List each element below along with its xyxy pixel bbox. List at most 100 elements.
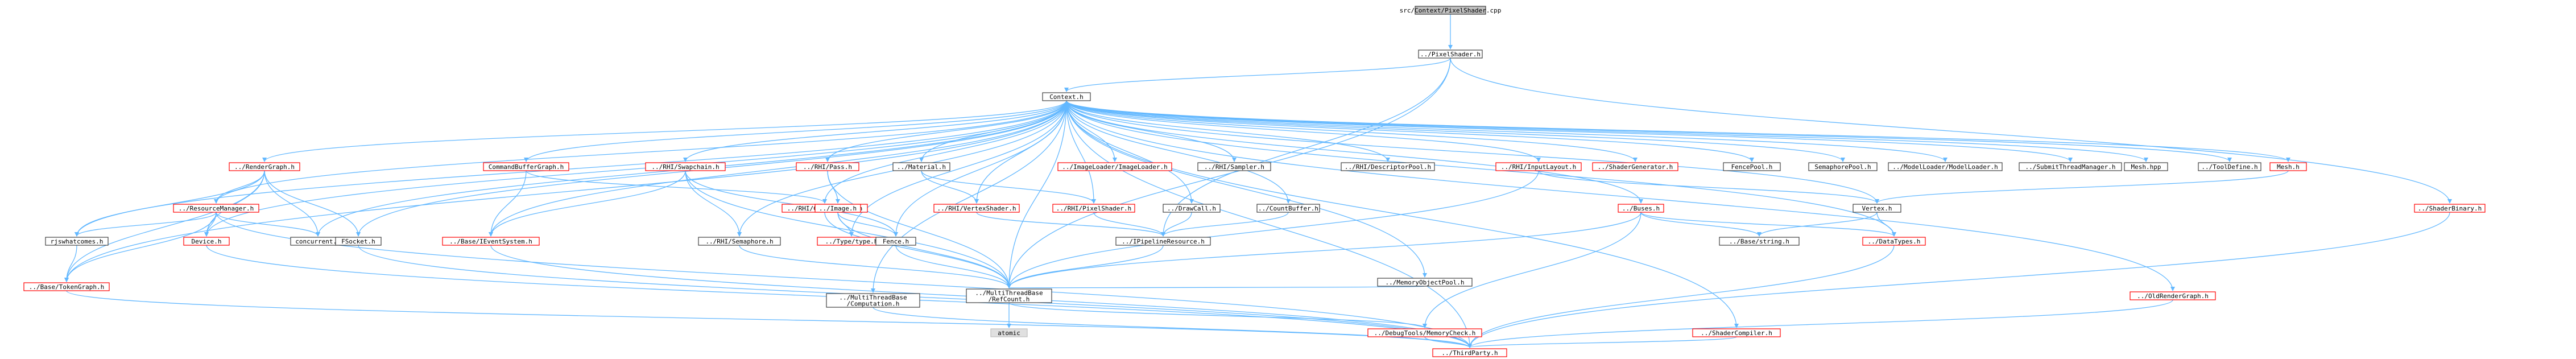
node-memoryobjectpool-h[interactable]: ../MemoryObjectPool.h bbox=[1377, 278, 1473, 287]
node-rhi-vertexshader-h[interactable]: ../RHI/VertexShader.h bbox=[933, 204, 1020, 213]
node-rhi-sampler-h[interactable]: ../RHI/Sampler.h bbox=[1197, 162, 1271, 171]
node-label: ../IPipelineResource.h bbox=[1122, 238, 1205, 245]
node-rhi-inputlayout-h[interactable]: ../RHI/InputLayout.h bbox=[1495, 162, 1582, 171]
edge-resourcemanager-h-to-thirdparty-h bbox=[216, 212, 1472, 348]
node-device-h[interactable]: Device.h bbox=[183, 237, 230, 246]
node-concurrent-h[interactable]: concurrent.h bbox=[290, 237, 346, 246]
edge-datatypes-h-to-thirdparty-h bbox=[1467, 245, 1895, 348]
node-rhi-pixelshader-h[interactable]: ../RHI/PixelShader.h bbox=[1052, 204, 1135, 213]
edge-multithreadbase-refcount-h-to-debugtools-memorycheck-h bbox=[1008, 302, 1427, 328]
node-box bbox=[990, 328, 1028, 337]
node-countbuffer-h[interactable]: ../CountBuffer.h bbox=[1256, 204, 1320, 213]
node-submitthreadmanager-h[interactable]: ../SubmitThreadManager.h bbox=[2019, 162, 2122, 171]
node-label: ../MemoryObjectPool.h bbox=[1385, 279, 1464, 286]
edge-rendergraph-h-to-concurrent-h bbox=[264, 170, 320, 237]
node-fencepool-h[interactable]: FencePool.h bbox=[1723, 162, 1781, 171]
node-fsocket-h[interactable]: FSocket.h bbox=[335, 237, 382, 246]
node-buses-h[interactable]: ../Buses.h bbox=[1618, 204, 1664, 213]
node-label: ../MultiThreadBase bbox=[975, 290, 1043, 297]
node-multithreadbase-refcount-h[interactable]: ../MultiThreadBase/RefCount.h bbox=[966, 288, 1052, 303]
node-base-tokengraph-h[interactable]: ../Base/TokenGraph.h bbox=[23, 282, 110, 291]
node-rjswhatcomes-h[interactable]: rjswhatcomes.h bbox=[45, 237, 109, 246]
node-label: ../RHI/InputLayout.h bbox=[1501, 163, 1576, 171]
node-box bbox=[1853, 204, 1901, 213]
node-mesh-hpp[interactable]: Mesh.hpp bbox=[2124, 162, 2168, 171]
node-label: ../PixelShader.h bbox=[1420, 51, 1481, 58]
node-multithreadbase-computation-h[interactable]: ../MultiThreadBase/Computation.h bbox=[826, 293, 920, 308]
node-shaderbinary-h[interactable]: ../ShaderBinary.h bbox=[2414, 204, 2486, 213]
edge-multithreadbase-computation-h-to-thirdparty-h bbox=[873, 307, 1472, 348]
edge-rhi-pixelshader-h-to-ipipelineresource-h bbox=[1093, 212, 1165, 237]
edge-pixelshader-h-to-multithreadbase-refcount-h bbox=[1007, 57, 1451, 288]
edge-context-h-to-memoryobjectpool-h bbox=[1066, 100, 1427, 278]
node-root[interactable]: src/Context/PixelShader.cpp bbox=[1400, 6, 1502, 15]
node-mesh-h[interactable]: Mesh.h bbox=[2269, 162, 2307, 171]
edge-base-tokengraph-h-to-thirdparty-h bbox=[66, 290, 1472, 348]
node-drawcall-h[interactable]: ../DrawCall.h bbox=[1163, 204, 1221, 213]
node-fence-h[interactable]: Fence.h bbox=[875, 237, 916, 246]
node-imageloader-h[interactable]: ../ImageLoader/ImageLoader.h bbox=[1057, 162, 1172, 171]
edge-memoryobjectpool-h-to-multithreadbase-refcount-h bbox=[1008, 283, 1425, 288]
node-box bbox=[875, 237, 916, 246]
node-label: rjswhatcomes.h bbox=[51, 238, 104, 245]
edge-context-h-to-datatypes-h bbox=[1066, 100, 1896, 237]
node-debugtools-memorycheck-h[interactable]: ../DebugTools/MemoryCheck.h bbox=[1367, 328, 1482, 337]
node-rendergraph-h[interactable]: ../RenderGraph.h bbox=[229, 162, 300, 171]
node-rhi-semaphore-h[interactable]: ../RHI/Semaphore.h bbox=[698, 237, 781, 246]
node-label: ../RHI/DescriptorPool.h bbox=[1345, 163, 1431, 171]
node-label: /RefCount.h bbox=[989, 296, 1030, 303]
edge-commandbuffergraph-h-to-base-ieventsystem-h bbox=[489, 170, 527, 237]
node-image-h[interactable]: ../Image.h bbox=[814, 204, 861, 213]
node-resourcemanager-h[interactable]: ../ResourceManager.h bbox=[173, 204, 259, 213]
node-shadercompiler-h[interactable]: ../ShaderCompiler.h bbox=[1692, 328, 1781, 337]
node-label: ../Image.h bbox=[819, 205, 857, 212]
edge-buses-h-to-base-string-h bbox=[1640, 212, 1762, 237]
edge-context-h-to-rhi-commandpool-h bbox=[822, 100, 1067, 204]
node-label: Vertex.h bbox=[1862, 205, 1892, 212]
node-box bbox=[1418, 49, 1483, 59]
node-semaphorepool-h[interactable]: SemaphorePool.h bbox=[1808, 162, 1878, 171]
node-rhi-descriptorpool-h[interactable]: ../RHI/DescriptorPool.h bbox=[1341, 162, 1435, 171]
node-rhi-swapchain-h[interactable]: ../RHI/Swapchain.h bbox=[645, 162, 726, 171]
edge-rhi-swapchain-h-to-fence-h bbox=[685, 170, 898, 237]
node-pixelshader-h[interactable]: ../PixelShader.h bbox=[1418, 49, 1483, 59]
node-shadergenerator-h[interactable]: ../ShaderGenerator.h bbox=[1592, 162, 1678, 171]
edge-context-h-to-mesh-hpp bbox=[1066, 100, 2148, 162]
node-label: ../DrawCall.h bbox=[1167, 205, 1216, 212]
edge-rendergraph-h-to-resourcemanager-h bbox=[214, 170, 265, 204]
node-datatypes-h[interactable]: ../DataTypes.h bbox=[1862, 237, 1926, 246]
node-label: ../DebugTools/MemoryCheck.h bbox=[1374, 329, 1476, 337]
edge-material-h-to-rhi-pixelshader-h bbox=[921, 170, 1096, 204]
node-atomic[interactable]: atomic bbox=[990, 328, 1028, 337]
edge-context-h-to-oldrendergraph-h bbox=[1066, 100, 2175, 291]
node-label: ../Base/IEventSystem.h bbox=[449, 238, 532, 245]
node-thirdparty-h[interactable]: ../ThirdParty.h bbox=[1432, 348, 1507, 357]
node-label: Mesh.hpp bbox=[2131, 163, 2161, 171]
node-box bbox=[1415, 6, 1486, 15]
node-ipipelineresource-h[interactable]: ../IPipelineResource.h bbox=[1115, 237, 1211, 246]
node-box bbox=[483, 162, 569, 171]
node-material-h[interactable]: ../Material.h bbox=[892, 162, 950, 171]
node-modelloader-h[interactable]: ../ModelLoader/ModelLoader.h bbox=[1888, 162, 2003, 171]
node-box bbox=[1592, 162, 1678, 171]
node-base-string-h[interactable]: ../Base/string.h bbox=[1719, 237, 1800, 246]
node-tooldefine-h[interactable]: ../ToolDefine.h bbox=[2198, 162, 2261, 171]
node-box bbox=[1367, 328, 1482, 337]
node-rhi-pass-h[interactable]: ../RHI/Pass.h bbox=[796, 162, 859, 171]
edge-vertex-h-to-base-string-h bbox=[1757, 212, 1878, 237]
edge-rhi-pass-h-to-multithreadbase-refcount-h bbox=[827, 170, 1011, 288]
node-commandbuffergraph-h[interactable]: CommandBufferGraph.h bbox=[483, 162, 569, 171]
node-box bbox=[796, 162, 859, 171]
node-oldrendergraph-h[interactable]: ../OldRenderGraph.h bbox=[2130, 291, 2216, 300]
node-box bbox=[1377, 278, 1473, 287]
node-label: atomic bbox=[998, 329, 1020, 337]
node-type-type-h[interactable]: ../Type/type.h bbox=[817, 237, 886, 246]
node-base-ieventsystem-h[interactable]: ../Base/IEventSystem.h bbox=[442, 237, 540, 246]
edge-context-h-to-multithreadbase-computation-h bbox=[871, 100, 1067, 293]
edge-shadercompiler-h-to-thirdparty-h bbox=[1467, 336, 1737, 348]
node-label: ../CountBuffer.h bbox=[1258, 205, 1318, 212]
edge-material-h-to-rhi-vertexshader-h bbox=[921, 170, 979, 204]
node-label: ../RHI/Sampler.h bbox=[1204, 163, 1264, 171]
node-vertex-h[interactable]: Vertex.h bbox=[1853, 204, 1901, 213]
node-context-h[interactable]: Context.h bbox=[1042, 92, 1091, 101]
